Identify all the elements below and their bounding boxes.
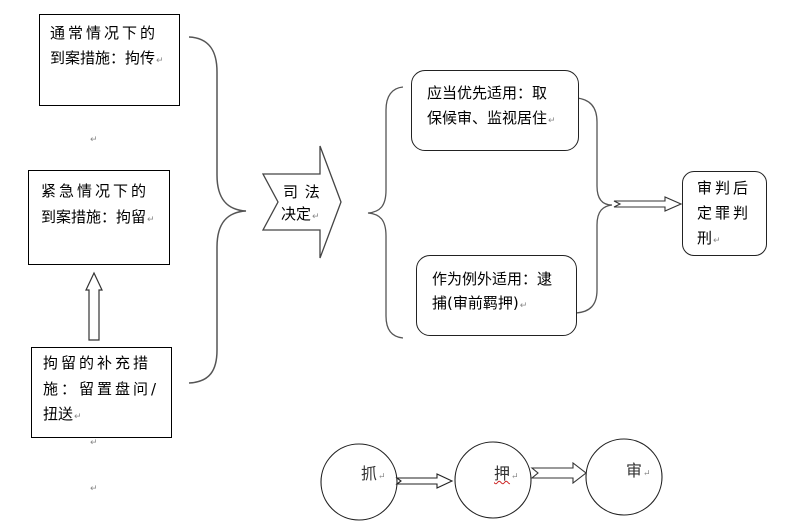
paragraph-mark-icon: ↵ [643, 469, 651, 479]
sequence-label-2-wrap: 押↵ [494, 460, 519, 484]
box-trial-sentencing-line-1: 审判后 [697, 179, 752, 197]
paragraph-mark-icon: ↵ [90, 484, 98, 494]
judicial-decision-line-2-wrap: 决定↵ [281, 202, 320, 230]
box-emergency-measure-line-2-wrap: 到案措施：拘留↵ [41, 205, 155, 233]
box-normal-measure-line-1: 通常情况下的 [50, 24, 159, 42]
box-supplementary-measure: 拘留的补充措 施：留置盘问/ 扭送↵ [31, 347, 172, 438]
box-emergency-measure: 紧急情况下的 到案措施：拘留↵ [28, 170, 170, 265]
sequence-circle-3 [585, 438, 663, 516]
box-trial-sentencing-line-2: 定罪判 [697, 204, 752, 222]
sequence-label-trial: 审 [626, 461, 643, 480]
box-normal-measure-line-2-wrap: 到案措施：拘传↵ [50, 46, 164, 74]
to-result-arrow [613, 196, 683, 212]
box-supplementary-measure-line-1: 拘留的补充措 [43, 354, 152, 372]
box-exceptional-measure-line-1: 作为例外适用：逮 [432, 270, 553, 288]
paragraph-mark-icon: ↵ [90, 135, 98, 145]
paragraph-mark-icon: ↵ [74, 412, 82, 422]
sequence-arrow-2 [530, 461, 587, 485]
box-emergency-measure-line-1: 紧急情况下的 [41, 182, 150, 200]
result-brace [575, 97, 613, 314]
sequence-circle-1 [320, 443, 398, 521]
box-normal-measure: 通常情况下的 到案措施：拘传↵ [39, 14, 180, 106]
sequence-label-3-wrap: 审↵ [626, 457, 651, 481]
box-exceptional-measure: 作为例外适用：逮 捕(审前羁押)↵ [416, 255, 577, 336]
sequence-circle-2 [454, 441, 532, 519]
sequence-label-1-wrap: 抓↵ [361, 460, 386, 484]
paragraph-mark-icon: ↵ [511, 472, 519, 482]
box-supplementary-measure-line-3-wrap: 扭送↵ [43, 402, 82, 430]
left-brace [188, 36, 247, 384]
judicial-decision-line-2: 决定 [281, 205, 312, 223]
box-trial-sentencing: 审判后 定罪判 刑↵ [682, 171, 767, 256]
box-supplementary-measure-line-2: 施：留置盘问/ [43, 380, 160, 398]
paragraph-mark-icon: ↵ [548, 116, 556, 126]
up-arrow [85, 271, 103, 341]
sequence-label-arrest: 抓 [361, 464, 378, 483]
paragraph-mark-icon: ↵ [147, 215, 155, 225]
box-supplementary-measure-line-3: 扭送 [43, 405, 74, 423]
box-emergency-measure-line-2: 到案措施：拘留 [41, 208, 147, 226]
measures-brace [367, 86, 404, 339]
paragraph-mark-icon: ↵ [312, 212, 320, 222]
box-normal-measure-line-2: 到案措施：拘传 [50, 49, 156, 67]
paragraph-mark-icon: ↵ [378, 472, 386, 482]
paragraph-mark-icon: ↵ [90, 438, 98, 448]
box-trial-sentencing-line-3: 刑 [697, 229, 713, 247]
box-preferred-measure-line-2-wrap: 保候审、监视居住↵ [427, 106, 556, 134]
paragraph-mark-icon: ↵ [156, 56, 164, 66]
judicial-decision-line-1: 司 法 [283, 183, 321, 201]
sequence-arrow-1 [395, 473, 454, 489]
box-exceptional-measure-line-2: 捕(审前羁押) [432, 294, 519, 312]
paragraph-mark-icon: ↵ [713, 236, 721, 246]
box-preferred-measure-line-2: 保候审、监视居住 [427, 109, 548, 127]
box-preferred-measure-line-1: 应当优先适用：取 [427, 84, 548, 102]
sequence-label-detain: 押 [494, 464, 511, 483]
box-preferred-measure: 应当优先适用：取 保候审、监视居住↵ [411, 70, 579, 151]
paragraph-mark-icon: ↵ [519, 301, 528, 311]
box-trial-sentencing-line-3-wrap: 刑↵ [697, 226, 721, 254]
box-exceptional-measure-line-2-wrap: 捕(审前羁押)↵ [432, 291, 527, 319]
judicial-decision-arrow [261, 145, 342, 259]
